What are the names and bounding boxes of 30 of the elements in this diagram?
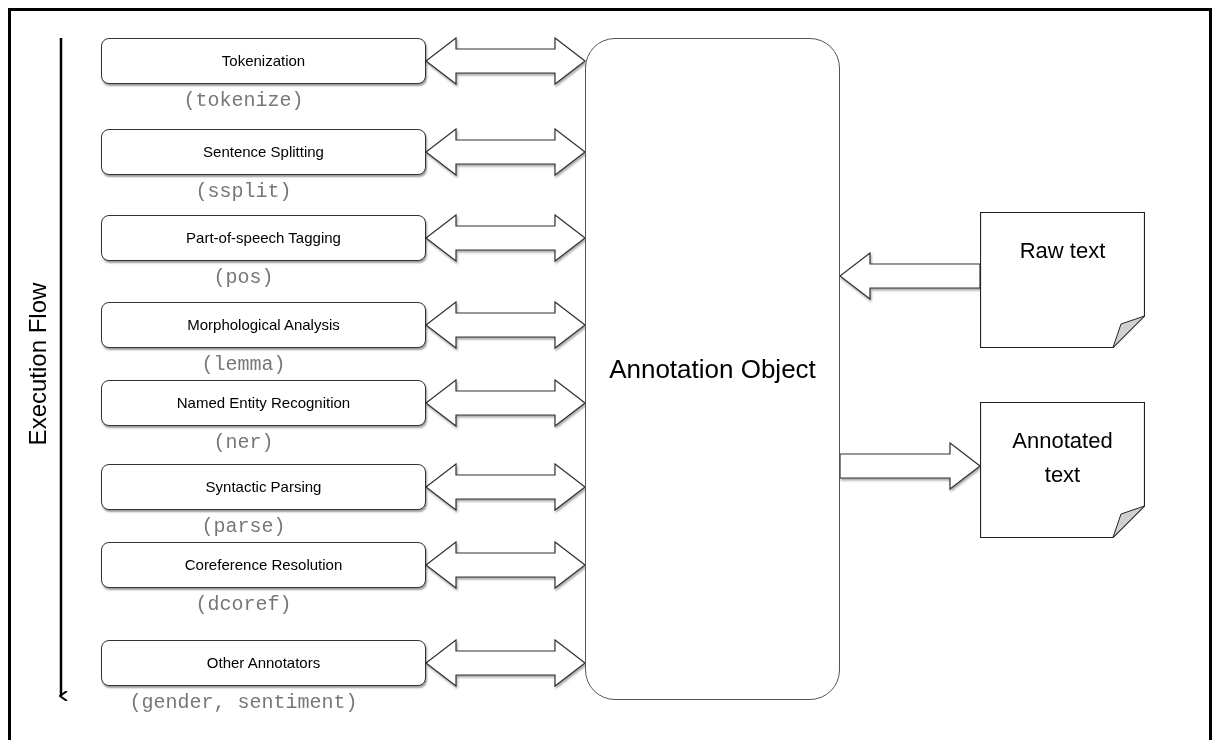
- annotator-code: (gender, sentiment): [128, 691, 359, 715]
- block-arrow: [425, 638, 586, 688]
- process-box: Part-of-speech Tagging: [101, 215, 426, 261]
- block-arrow: [425, 36, 586, 86]
- block-arrow: [425, 300, 586, 350]
- annotator-code: (dcoref): [194, 593, 293, 617]
- process-box: Named Entity Recognition: [101, 380, 426, 426]
- process-box: Other Annotators: [101, 640, 426, 686]
- annotator-code: (lemma): [200, 353, 287, 377]
- block-arrow: [425, 378, 586, 428]
- annotator-code: (parse): [200, 515, 287, 539]
- block-arrow: [425, 540, 586, 590]
- process-box: Tokenization: [101, 38, 426, 84]
- block-arrow: [839, 441, 981, 491]
- annotator-code: (tokenize): [182, 89, 305, 113]
- process-box: Morphological Analysis: [101, 302, 426, 348]
- block-arrow: [425, 127, 586, 177]
- block-arrow: [839, 251, 981, 301]
- annotator-code: (pos): [212, 266, 275, 290]
- block-arrow: [425, 462, 586, 512]
- document-shape: Raw text: [980, 212, 1145, 348]
- process-box: Coreference Resolution: [101, 542, 426, 588]
- document-shape: Annotated text: [980, 402, 1145, 538]
- block-arrow: [425, 213, 586, 263]
- annotator-code: (ssplit): [194, 180, 293, 204]
- annotator-code: (ner): [212, 431, 275, 455]
- object-box: Annotation Object: [585, 38, 840, 700]
- process-box: Syntactic Parsing: [101, 464, 426, 510]
- axis-label: Execution Flow: [24, 281, 52, 448]
- process-box: Sentence Splitting: [101, 129, 426, 175]
